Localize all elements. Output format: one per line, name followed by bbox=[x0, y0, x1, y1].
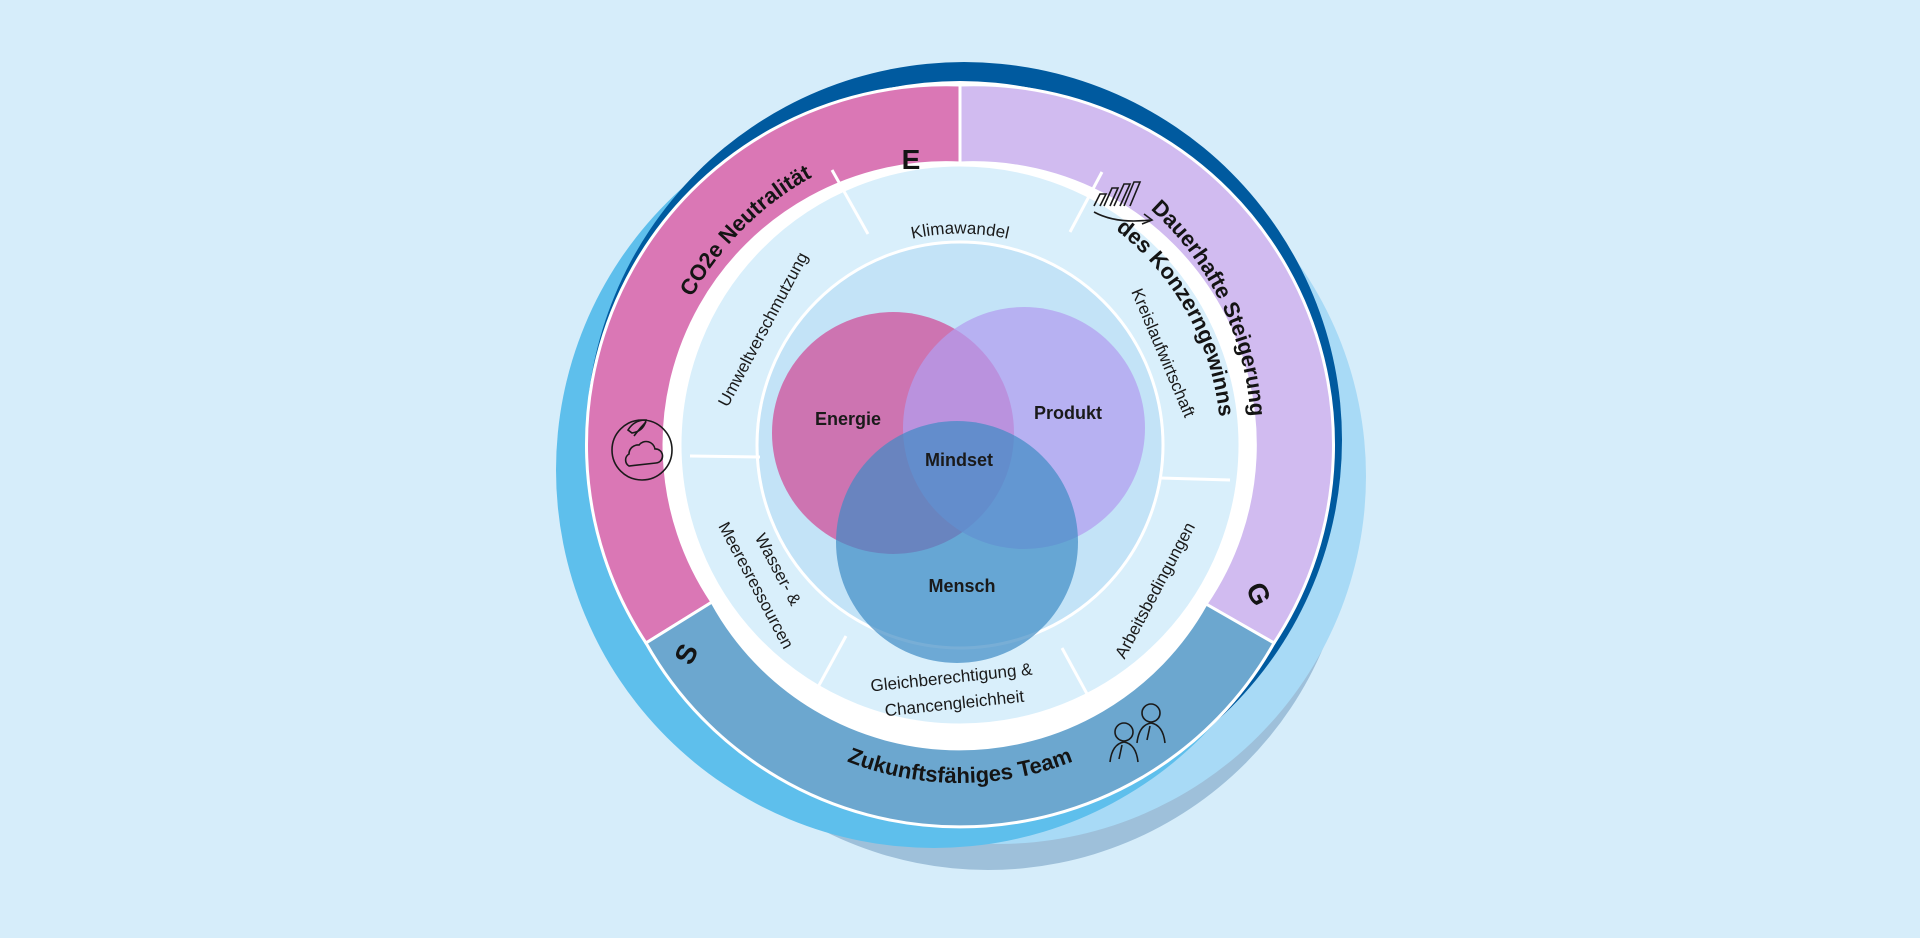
s-segment bbox=[643, 599, 1277, 829]
venn-label-mindset: Mindset bbox=[925, 450, 993, 470]
leaf-cloud-icon bbox=[611, 419, 673, 481]
middle-ring-dividers bbox=[689, 169, 1231, 715]
e-letter: E bbox=[902, 144, 921, 175]
team-people-icon bbox=[1109, 703, 1166, 763]
venn-label-mensch: Mensch bbox=[928, 576, 995, 596]
venn-circle-mensch bbox=[836, 421, 1078, 663]
e-segment bbox=[585, 83, 962, 646]
growth-chart-icon bbox=[1093, 181, 1154, 225]
venn-label-produkt: Produkt bbox=[1034, 403, 1102, 423]
venn-label-energie: Energie bbox=[815, 409, 881, 429]
g-segment bbox=[958, 83, 1335, 646]
